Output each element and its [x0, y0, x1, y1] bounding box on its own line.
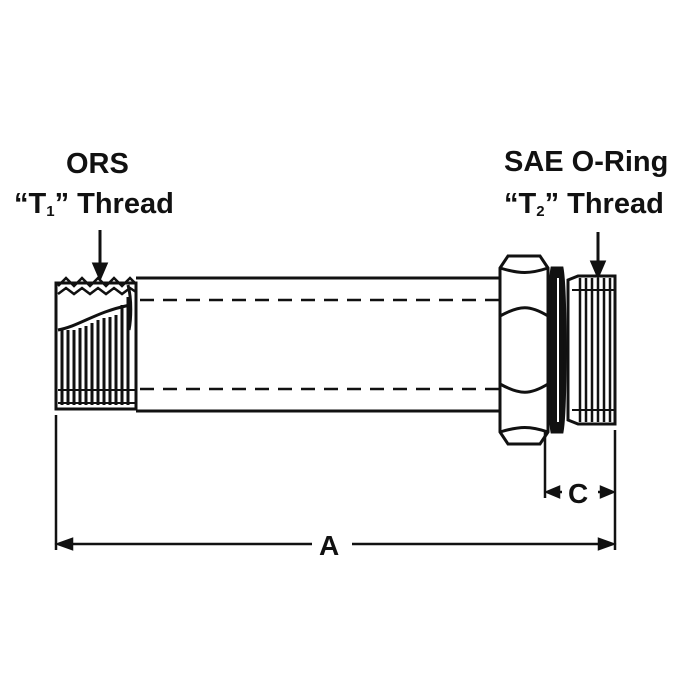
ors-leader-arrow: [91, 230, 109, 282]
sae-thread-open: “T: [504, 188, 537, 220]
ors-thread-label: “T1” Thread: [14, 188, 174, 220]
hex-nut: [498, 254, 550, 446]
o-ring: [547, 266, 567, 434]
sae-thread-subscript: 2: [536, 203, 545, 220]
sae-thread-close: ” Thread: [544, 188, 664, 220]
ors-thread-close: ” Thread: [54, 188, 174, 220]
ors-thread-crests: [57, 276, 137, 296]
ors-thread-end: [54, 276, 138, 411]
dimension-a: [54, 415, 617, 551]
sae-leader-arrow: [589, 232, 607, 280]
dimension-c: [543, 430, 617, 499]
ors-thread-open: “T: [14, 188, 47, 220]
sae-thread-end: [566, 274, 617, 426]
ors-title-label: ORS: [66, 148, 129, 180]
dimension-a-label: A: [319, 530, 340, 561]
sae-thread-label: “T2” Thread: [504, 188, 664, 220]
sae-title-label: SAE O-Ring: [504, 146, 669, 178]
ors-thread-subscript: 1: [46, 203, 55, 220]
dimension-c-label: C: [568, 478, 589, 509]
sae-thread-lines: [578, 278, 612, 422]
tube-body: [136, 276, 500, 413]
